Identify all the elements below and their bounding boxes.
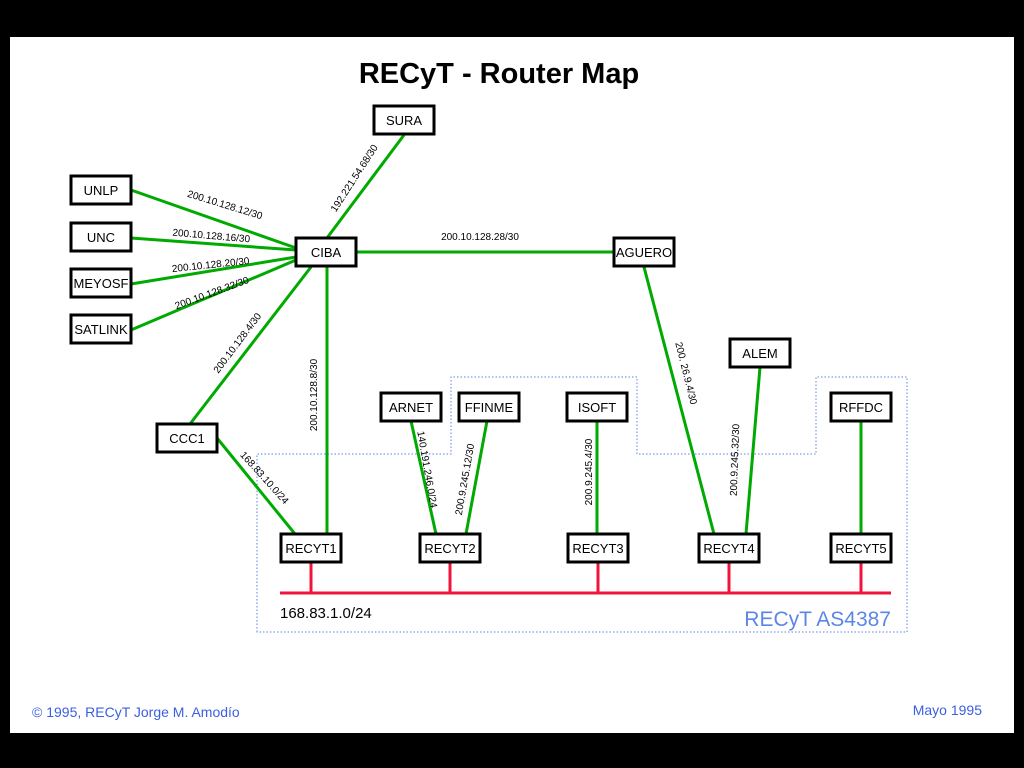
router-label: MEYOSF [74, 276, 129, 291]
router-box [69, 267, 133, 299]
router-ffinme[interactable]: FFINME [457, 391, 521, 423]
router-box [728, 337, 792, 369]
link-aguero-recyt4 [642, 266, 716, 535]
router-rffdc[interactable]: RFFDC [829, 391, 893, 423]
router-ccc1[interactable]: CCC1 [155, 422, 219, 454]
router-arnet[interactable]: ARNET [379, 391, 443, 423]
router-box [372, 104, 436, 136]
link-meyosf-ciba [130, 255, 297, 286]
router-box [829, 532, 893, 564]
router-recyt3[interactable]: RECYT3 [566, 532, 630, 564]
router-label: CCC1 [169, 431, 204, 446]
link-arnet-recyt2 [409, 420, 438, 535]
router-aguero[interactable]: AGUERO [612, 236, 676, 268]
router-box [418, 532, 482, 564]
router-box [565, 391, 629, 423]
lan-bus [280, 562, 891, 595]
link-label: 200.10.128.4/30 [212, 311, 265, 376]
router-box [566, 532, 630, 564]
link-satlink-ciba [130, 258, 297, 332]
router-box [279, 532, 343, 564]
router-recyt4[interactable]: RECYT4 [697, 532, 761, 564]
router-label: ARNET [389, 400, 433, 415]
router-label: RECYT3 [572, 541, 623, 556]
router-unc[interactable]: UNC [69, 221, 133, 253]
router-satlink[interactable]: SATLINK [69, 313, 133, 345]
lan-network-label: 168.83.1.0/24 [280, 605, 372, 622]
link-label: 200.10.128.8/30 [309, 358, 320, 431]
router-label: RECYT4 [703, 541, 754, 556]
router-box [155, 422, 219, 454]
router-unlp[interactable]: UNLP [69, 174, 133, 206]
router-label: ISOFT [578, 400, 616, 415]
router-box [829, 391, 893, 423]
router-box [457, 391, 521, 423]
link-unlp-ciba [130, 188, 297, 250]
router-sura[interactable]: SURA [372, 104, 436, 136]
router-box [69, 313, 133, 345]
link-label: 200.10.128.28/30 [441, 232, 519, 243]
router-box [612, 236, 676, 268]
router-label: RECYT1 [285, 541, 336, 556]
router-label: FFINME [465, 400, 514, 415]
link-unc-ciba [130, 236, 297, 252]
link-sura-ciba [325, 134, 406, 239]
router-label: RECYT2 [424, 541, 475, 556]
router-box [294, 236, 358, 268]
router-label: UNLP [84, 183, 119, 198]
as-boundary [256, 376, 908, 633]
router-label: RFFDC [839, 400, 883, 415]
link-alem-recyt4 [744, 366, 762, 535]
router-isoft[interactable]: ISOFT [565, 391, 629, 423]
router-label: ALEM [742, 346, 777, 361]
link-label: 200.9.245.12/30 [454, 443, 477, 517]
link-label: 200.9.245.4/30 [584, 438, 595, 505]
copyright: © 1995, RECyT Jorge M. Amodío [32, 704, 240, 720]
link-ccc1-recyt1 [215, 437, 297, 535]
router-recyt5[interactable]: RECYT5 [829, 532, 893, 564]
router-recyt2[interactable]: RECYT2 [418, 532, 482, 564]
router-box [379, 391, 443, 423]
router-label: CIBA [311, 245, 342, 260]
router-alem[interactable]: ALEM [728, 337, 792, 369]
as-label: RECyT AS4387 [744, 608, 891, 631]
router-box [697, 532, 761, 564]
link-label: 140.191.246.0/24 [414, 430, 438, 509]
router-box [69, 174, 133, 206]
router-label: UNC [87, 230, 115, 245]
link-ffinme-recyt2 [464, 420, 489, 535]
router-ciba[interactable]: CIBA [294, 236, 358, 268]
router-label: SURA [386, 113, 422, 128]
router-label: RECYT5 [835, 541, 886, 556]
link-label: 200.9.245.32/30 [729, 423, 743, 496]
router-meyosf[interactable]: MEYOSF [69, 267, 133, 299]
link-ciba-ccc1 [188, 266, 313, 425]
map-title: RECyT - Router Map [359, 58, 639, 90]
link-label: 168.83.10.0/24 [237, 450, 290, 507]
date: Mayo 1995 [913, 702, 982, 718]
link-label: 200. 26.9.4/30 [672, 341, 698, 406]
router-box [69, 221, 133, 253]
link-label: 200.10.128.12/30 [186, 189, 264, 222]
router-recyt1[interactable]: RECYT1 [279, 532, 343, 564]
router-label: SATLINK [74, 322, 128, 337]
router-label: AGUERO [616, 245, 672, 260]
link-label: 200.10.128.32/30 [174, 275, 251, 312]
router-map: RECyT - Router Map 192.221.54.68/30200.1… [32, 58, 982, 720]
